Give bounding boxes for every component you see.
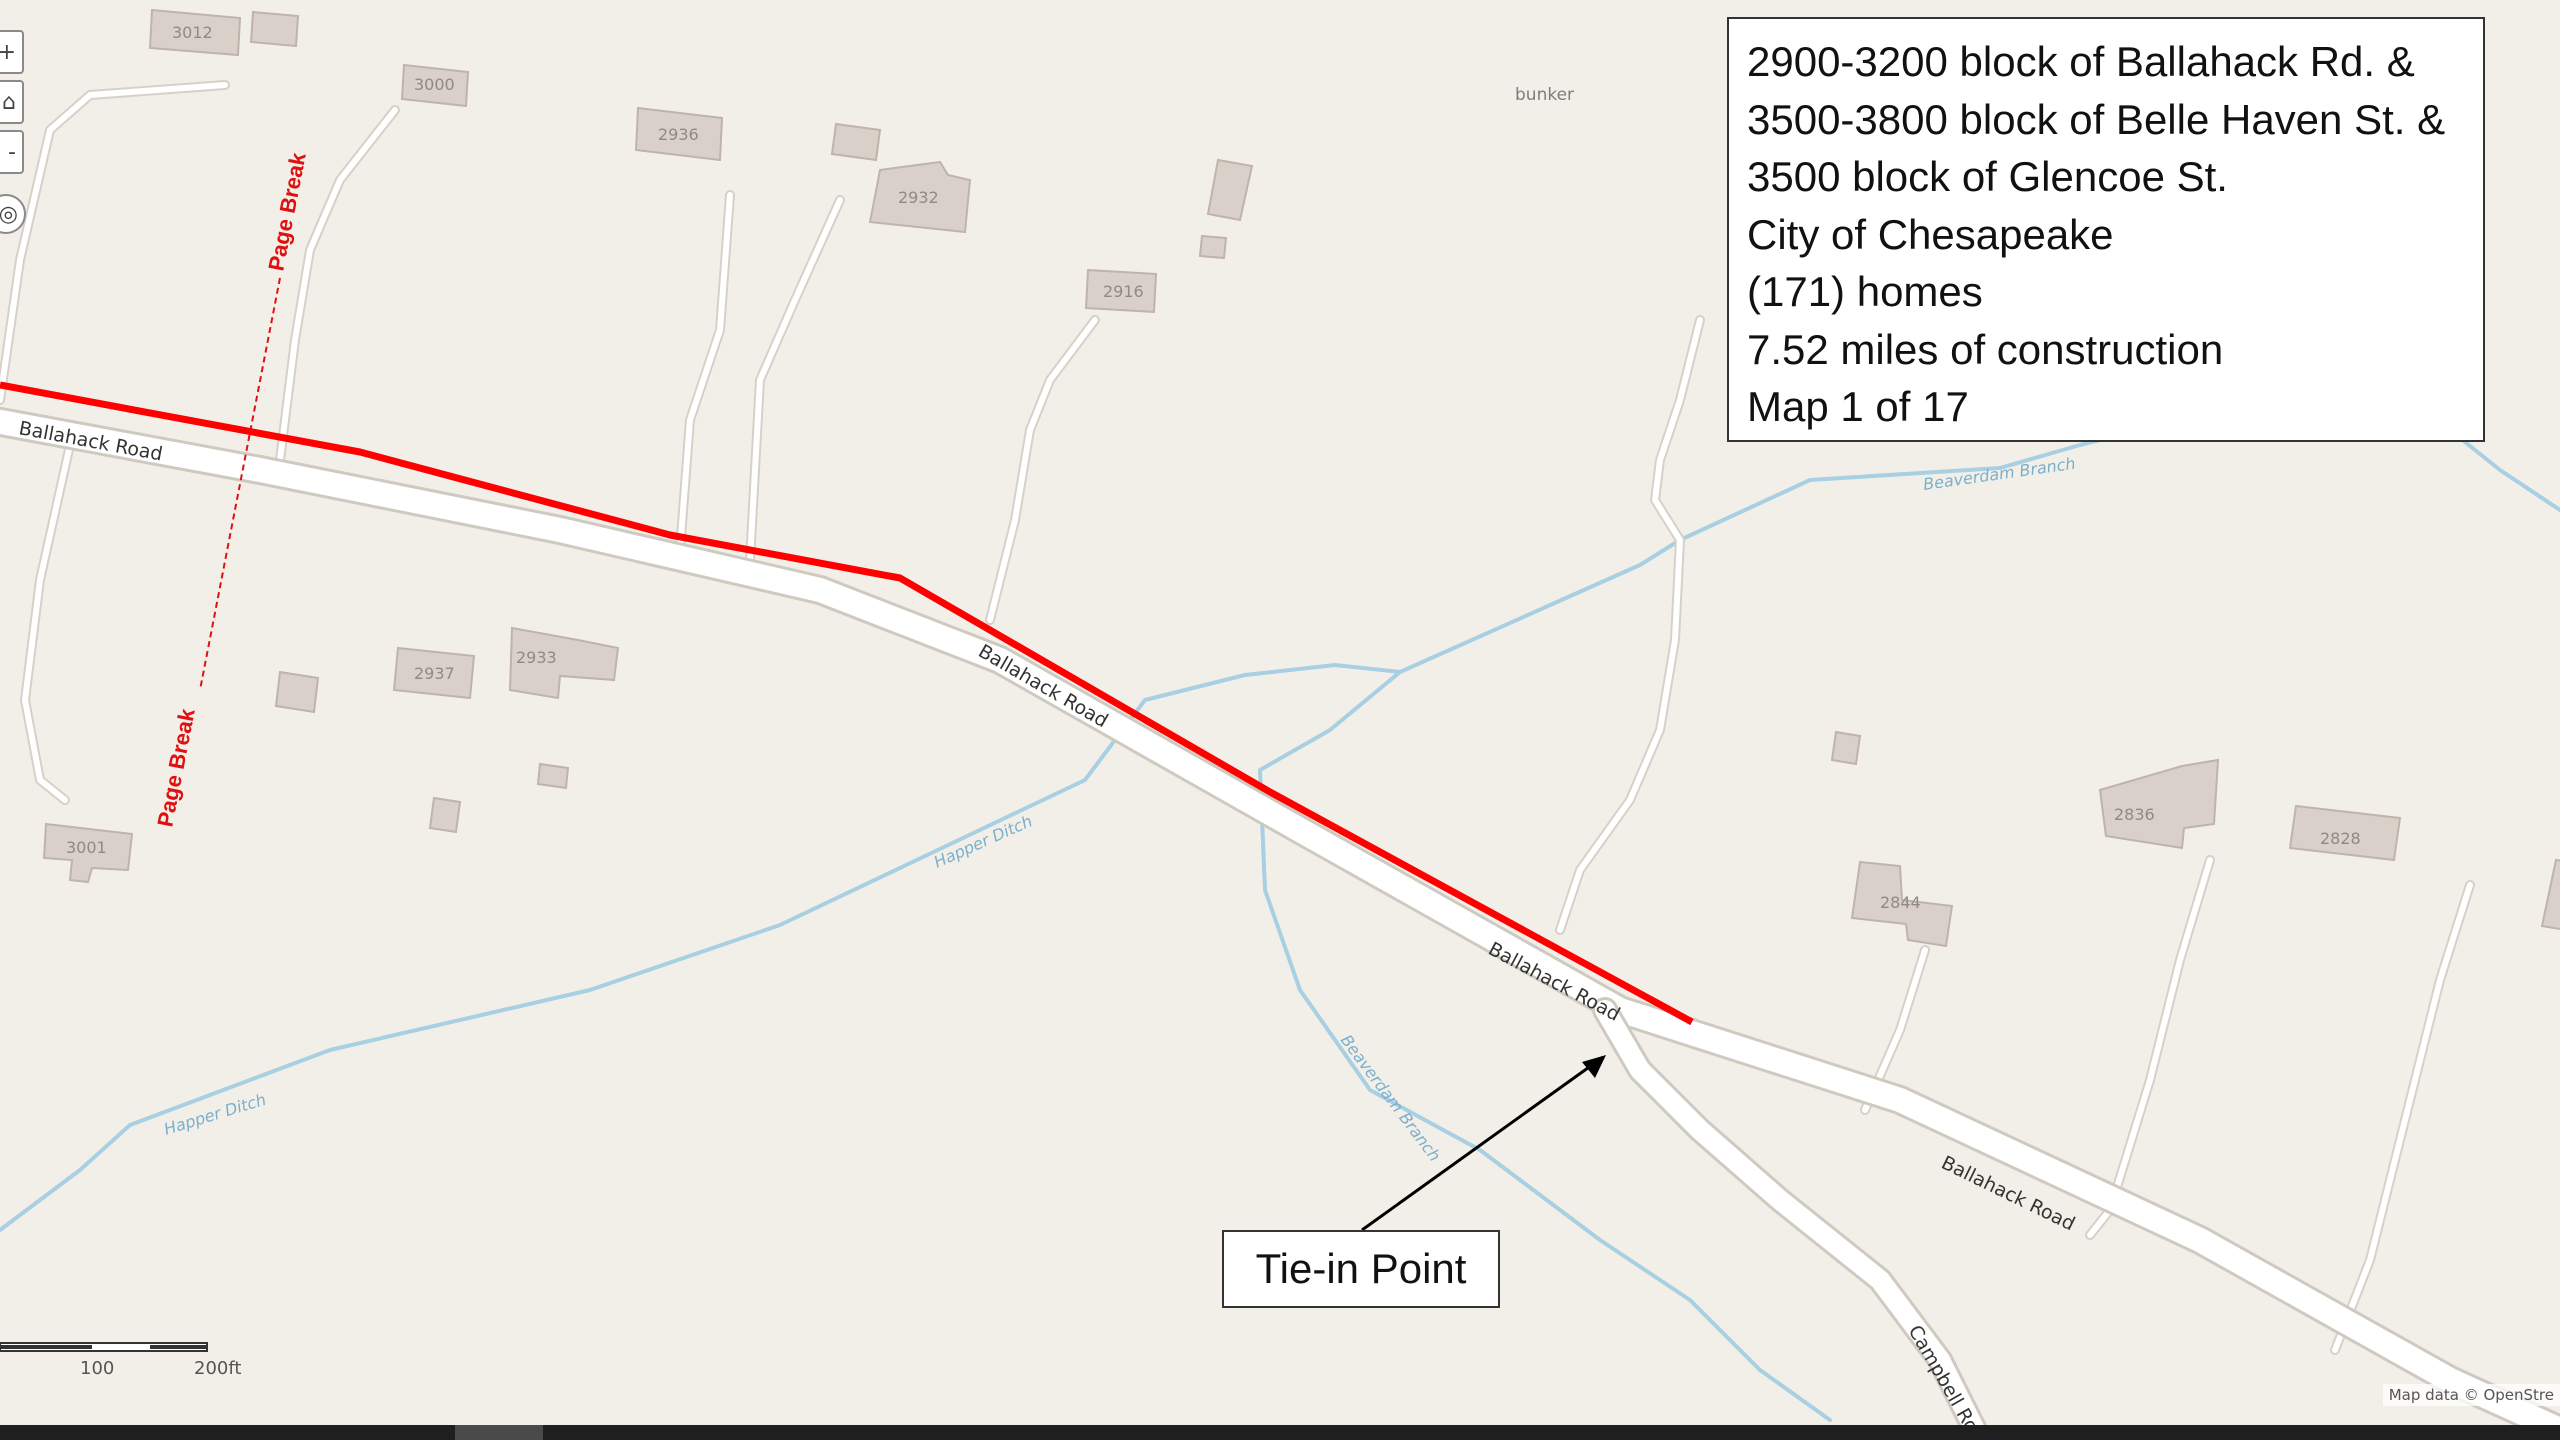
building (1830, 730, 1862, 766)
home-button[interactable]: ⌂ (0, 80, 24, 124)
info-line-glencoe: 3500 block of Glencoe St. (1747, 153, 2228, 200)
info-line-belle-haven: 3500-3800 block of Belle Haven St. & (1747, 95, 2446, 143)
info-line-homes: (171) homes (1747, 268, 1983, 315)
happer-ditch-stream (0, 663, 1402, 1232)
project-info-box: 2900-3200 block of Ballahack Rd. & 3500-… (1727, 17, 2485, 442)
svg-text:2936: 2936 (658, 125, 699, 144)
building: 2933 (508, 626, 620, 700)
building: 2836 (2098, 758, 2220, 850)
info-line-miles: 7.52 miles of construction (1747, 325, 2224, 373)
poi-label-bunker: bunker (1515, 85, 1574, 105)
zoom-in-button[interactable]: + (0, 30, 24, 74)
beaverdam-branch-stream-south (1258, 670, 1832, 1422)
home-icon: ⌂ (2, 89, 16, 115)
tie-in-arrow (1361, 1055, 1606, 1232)
northeast-stream (2448, 428, 2560, 512)
info-line-city: City of Chesapeake (1747, 210, 2114, 258)
building (536, 762, 570, 790)
building: 2932 (830, 122, 972, 234)
svg-text:2937: 2937 (414, 664, 455, 683)
buildings: 3012 3000 2936 2932 2916 2937 2 (42, 8, 2560, 948)
tie-in-point-callout: Tie-in Point (1222, 1230, 1500, 1308)
info-line-map-number: Map 1 of 17 (1747, 383, 1969, 430)
tie-in-point-label: Tie-in Point (1255, 1245, 1467, 1292)
building: 2916 (1084, 268, 1158, 314)
scale-label-100: 100 (80, 1358, 114, 1379)
building: 2936 (634, 106, 724, 162)
svg-text:2933: 2933 (516, 648, 557, 667)
scale-label-200ft: 200ft (194, 1358, 241, 1379)
page-break-label-top: Page Break (263, 150, 311, 273)
svg-text:2844: 2844 (1880, 893, 1921, 912)
svg-text:2916: 2916 (1103, 282, 1144, 301)
building: 3001 (42, 822, 134, 884)
driveways (0, 80, 2475, 1355)
building: 2937 (392, 646, 476, 700)
info-line-ballahack: 2900-3200 block of Ballahack Rd. & (1747, 38, 2415, 85)
svg-text:3000: 3000 (414, 75, 455, 94)
building: 3000 (400, 63, 470, 108)
svg-text:2836: 2836 (2114, 805, 2155, 824)
building (2540, 858, 2560, 931)
svg-text:3001: 3001 (66, 838, 107, 857)
building (274, 670, 320, 714)
water-label-beaverdam-branch-1: Beaverdam Branch (1922, 454, 2077, 494)
beaverdam-branch-stream-north (1398, 418, 2182, 674)
map-controls: + ⌂ - ◎ (0, 30, 26, 234)
zoom-in-label: + (0, 39, 16, 65)
building: 3012 (148, 8, 300, 57)
svg-text:2828: 2828 (2320, 829, 2361, 848)
water-label-beaverdam-branch-2: Beaverdam Branch (1337, 1031, 1445, 1165)
zoom-out-button[interactable]: - (0, 130, 24, 174)
svg-text:3012: 3012 (172, 23, 213, 42)
road-label-ballahack-3: Ballahack Road (1485, 938, 1624, 1026)
compass-icon: ◎ (0, 201, 18, 227)
svg-text:2932: 2932 (898, 188, 939, 207)
building: 2828 (2288, 804, 2402, 862)
scale-bar: 100 200ft (0, 1342, 241, 1379)
building (428, 796, 462, 834)
map-attribution[interactable]: Map data © OpenStre (2382, 1384, 2560, 1406)
roads (0, 406, 2560, 1440)
road-label-campbell: Campbell Ro (1904, 1322, 1983, 1437)
bottom-bar (0, 1425, 2560, 1440)
construction-route-line (0, 381, 1694, 1026)
building: 2844 (1850, 860, 1954, 948)
zoom-out-label: - (8, 139, 16, 165)
building (1198, 158, 1254, 260)
water-label-happer-ditch-2: Happer Ditch (162, 1090, 269, 1139)
bottom-bar-tab[interactable] (455, 1425, 543, 1440)
waterways (0, 418, 2560, 1422)
page-break-label-bottom: Page Break (152, 706, 200, 829)
locate-button[interactable]: ◎ (0, 194, 26, 234)
water-label-happer-ditch-1: Happer Ditch (931, 811, 1035, 871)
